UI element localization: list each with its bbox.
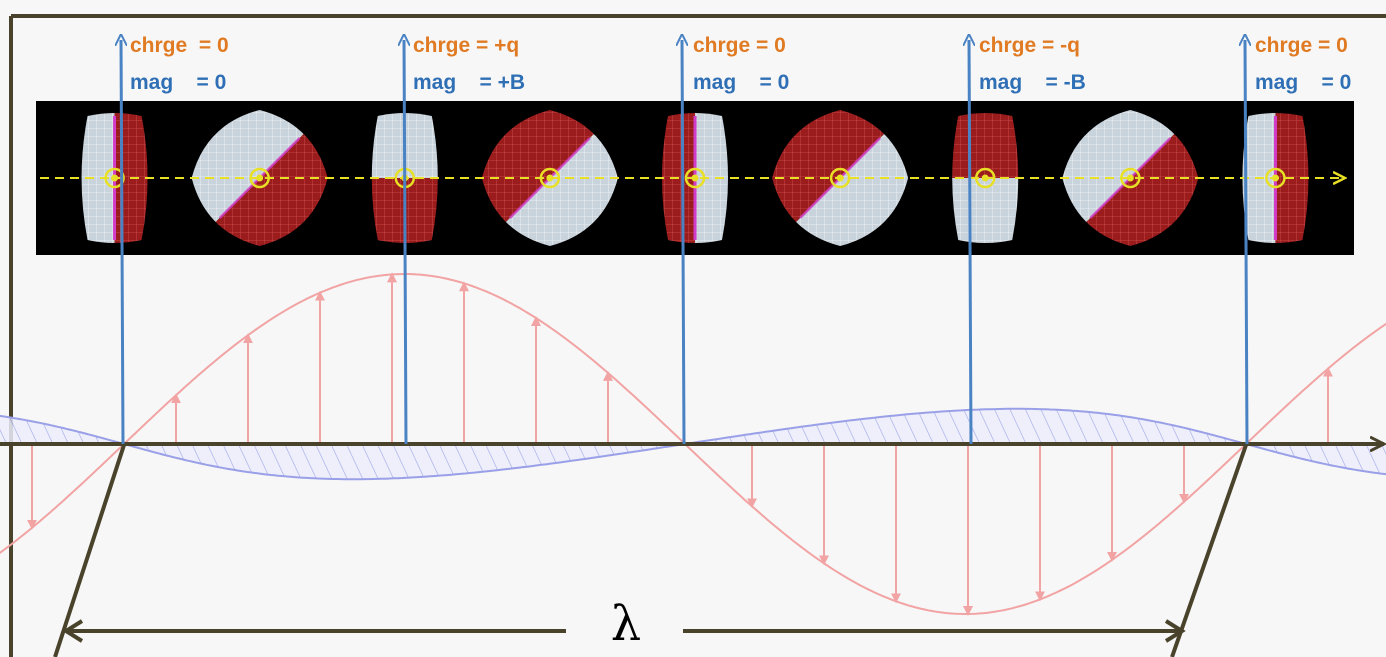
marker-arrow-2 — [404, 40, 406, 445]
rotation-panels — [81, 110, 1309, 246]
rotation-panel-1 — [81, 113, 148, 243]
rotation-panel-7 — [952, 113, 1019, 243]
marker-4-magnetic-label: mag = -B — [979, 71, 1086, 94]
wavelength-symbol: λ — [584, 596, 668, 657]
marker-2-charge-label: chrge = +q — [413, 34, 520, 57]
marker-1-charge-label: chrge = 0 — [130, 34, 229, 57]
electric-field-wave — [0, 272, 1386, 616]
marker-5-charge-label: chrge = 0 — [1255, 34, 1348, 57]
marker-5-magnetic-label: mag = 0 — [1255, 71, 1352, 94]
rotation-center-icon — [829, 167, 851, 189]
marker-arrow-3 — [682, 40, 684, 445]
marker-arrow-1 — [121, 40, 123, 445]
rotation-center-icon — [1265, 167, 1286, 189]
wavelength-arrowhead-left — [62, 619, 84, 643]
wavelength-right-guide — [1170, 444, 1248, 657]
wavelength-arrowhead-right — [1164, 619, 1186, 643]
marker-3-charge-label: chrge = 0 — [693, 34, 786, 57]
marker-1-magnetic-label: mag = 0 — [130, 71, 227, 94]
marker-arrow-4 — [969, 40, 971, 445]
marker-3-magnetic-label: mag = 0 — [693, 71, 790, 94]
marker-arrow-5 — [1245, 40, 1247, 445]
wavelength-left-guide — [53, 444, 126, 657]
marker-arrows — [121, 40, 1247, 445]
marker-2-magnetic-label: mag = +B — [413, 71, 526, 94]
marker-4-charge-label: chrge = -q — [979, 34, 1080, 57]
